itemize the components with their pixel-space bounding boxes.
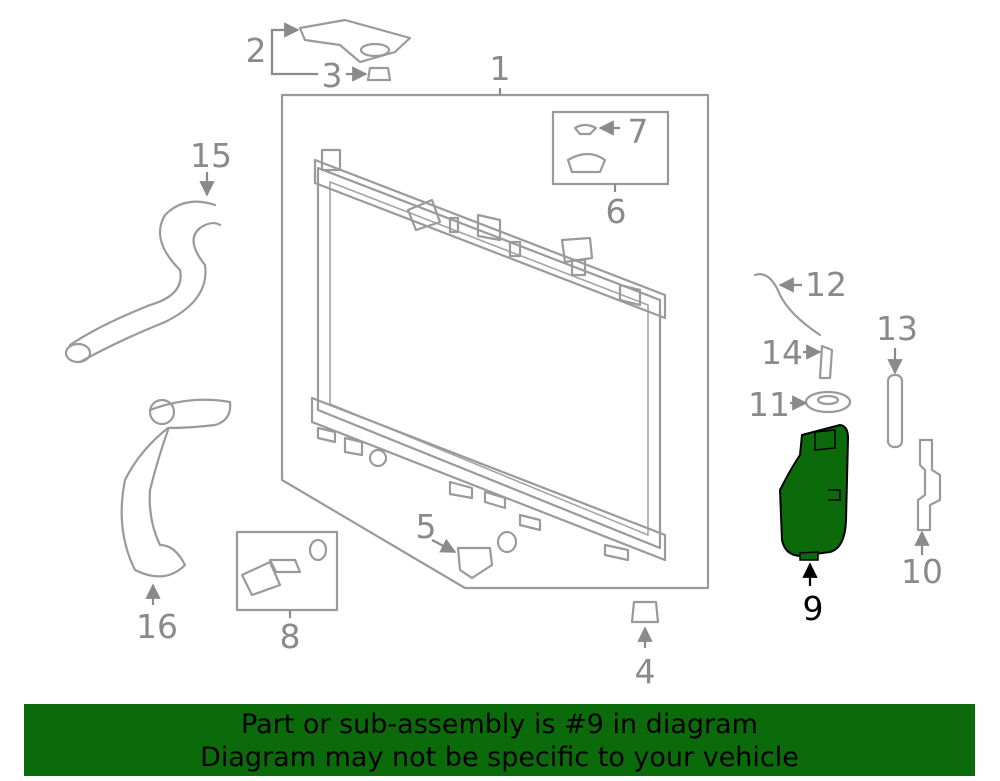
- bracket-part-10: [914, 438, 942, 555]
- callout-13: 13: [876, 309, 918, 348]
- callout-11: 11: [748, 385, 790, 424]
- sensor-part-8: [235, 530, 339, 618]
- upper-hose-part-15: [64, 172, 222, 364]
- callout-6: 6: [606, 192, 627, 231]
- callout-8: 8: [280, 617, 301, 656]
- callout-3: 3: [322, 56, 343, 95]
- cap-assembly: [551, 110, 670, 192]
- hose-part-14: [803, 344, 834, 380]
- bracket-part-2: [270, 18, 412, 82]
- callout-14: 14: [761, 333, 803, 372]
- cap-part-11: [790, 390, 852, 414]
- drain-plug-part-5: [431, 530, 518, 580]
- callout-10: 10: [901, 552, 943, 591]
- callout-5: 5: [416, 507, 437, 546]
- reservoir-part-9[interactable]: [779, 424, 849, 586]
- callout-7: 7: [628, 112, 649, 151]
- lower-hose-part-16: [120, 398, 232, 605]
- radiator-assembly: [280, 88, 710, 590]
- info-banner: Part or sub-assembly is #9 in diagram Di…: [24, 704, 975, 776]
- callout-12: 12: [805, 265, 847, 304]
- pipe-part-13: [886, 348, 904, 449]
- callout-2: 2: [246, 31, 267, 70]
- callout-9[interactable]: 9: [803, 589, 824, 628]
- callout-15: 15: [190, 136, 232, 175]
- callout-4: 4: [635, 652, 656, 691]
- grommet-part-4: [630, 600, 660, 648]
- banner-line-2: Diagram may not be specific to your vehi…: [200, 742, 799, 773]
- callout-16: 16: [136, 607, 178, 646]
- banner-line-1: Part or sub-assembly is #9 in diagram: [241, 709, 758, 740]
- hose-part-12: [753, 273, 822, 337]
- callout-1: 1: [490, 49, 511, 88]
